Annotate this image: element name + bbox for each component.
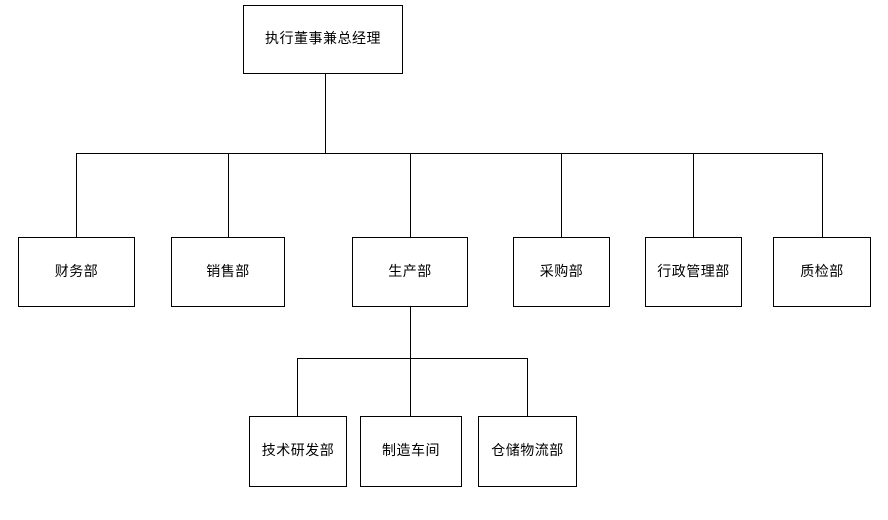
connector-drop-quality — [822, 153, 823, 237]
node-purchasing-label: 采购部 — [539, 263, 584, 280]
node-workshop-label: 制造车间 — [382, 443, 440, 460]
node-finance-label: 财务部 — [54, 263, 99, 280]
node-rnd[interactable]: 技术研发部 — [249, 416, 347, 487]
connector-drop-sales — [228, 153, 229, 237]
node-quality[interactable]: 质检部 — [773, 237, 871, 307]
connector-drop-purchasing — [561, 153, 562, 237]
node-quality-label: 质检部 — [800, 263, 844, 280]
node-admin[interactable]: 行政管理部 — [645, 237, 742, 307]
connector-production-drop — [410, 307, 411, 358]
node-admin-label: 行政管理部 — [657, 263, 730, 280]
node-production[interactable]: 生产部 — [352, 237, 468, 307]
node-purchasing[interactable]: 采购部 — [513, 237, 610, 307]
node-root-label: 执行董事兼总经理 — [265, 31, 381, 48]
connector-drop-production — [410, 153, 411, 237]
node-logistics[interactable]: 仓储物流部 — [478, 416, 577, 487]
connector-root-drop — [325, 74, 326, 153]
node-sales-label: 销售部 — [206, 263, 250, 280]
connector-drop-finance — [76, 153, 77, 237]
node-root[interactable]: 执行董事兼总经理 — [243, 5, 403, 74]
node-workshop[interactable]: 制造车间 — [360, 416, 462, 487]
connector-bus-level2 — [76, 153, 822, 154]
node-production-label: 生产部 — [388, 263, 432, 280]
node-sales[interactable]: 销售部 — [171, 237, 285, 307]
connector-bus-level3 — [297, 358, 528, 359]
connector-drop-logistics — [527, 358, 528, 416]
connector-drop-admin — [693, 153, 694, 237]
connector-drop-workshop — [410, 358, 411, 416]
node-rnd-label: 技术研发部 — [261, 443, 335, 460]
node-finance[interactable]: 财务部 — [18, 237, 135, 307]
node-logistics-label: 仓储物流部 — [491, 443, 564, 460]
connector-drop-rnd — [297, 358, 298, 416]
